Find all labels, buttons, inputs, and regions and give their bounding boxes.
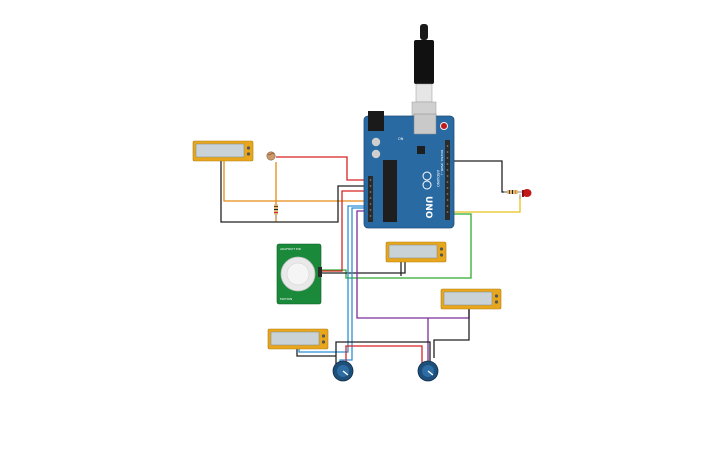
reset-button-icon[interactable] xyxy=(440,122,448,130)
digital-header xyxy=(445,140,450,220)
resistor-2[interactable] xyxy=(504,190,522,194)
board-brand-text: UNO xyxy=(423,196,433,219)
resistor-1[interactable] xyxy=(274,203,278,218)
pir-label-bottom: MOTION xyxy=(280,297,292,301)
wire-red-photoresistor[interactable] xyxy=(276,156,366,181)
capacitor xyxy=(371,137,381,147)
potentiometer-2[interactable] xyxy=(417,360,439,382)
atmega-chip xyxy=(383,160,397,222)
led[interactable] xyxy=(519,189,532,199)
power-header xyxy=(368,176,373,222)
wire-black-pots[interactable] xyxy=(335,341,431,368)
board-digital-label: DIGITAL (PWM~) xyxy=(440,150,444,175)
board-sub-text: ARDUINO xyxy=(436,170,440,187)
pir-sensor[interactable]: ADAFRUIT PIR MOTION xyxy=(276,243,322,305)
wire-red-pots[interactable] xyxy=(345,345,423,368)
wire-blue-pot1-b[interactable] xyxy=(339,207,366,368)
dc-jack-icon xyxy=(368,111,384,131)
wire-black-led[interactable] xyxy=(452,160,512,193)
potentiometer-1[interactable] xyxy=(332,360,354,382)
multimeter-4[interactable] xyxy=(267,328,329,350)
multimeter-3[interactable] xyxy=(440,288,502,310)
multimeter-2[interactable] xyxy=(385,241,447,263)
wire-black-multimeter1[interactable] xyxy=(220,160,366,223)
wire-black-multimeter4[interactable] xyxy=(433,307,470,358)
wire-yellow-led[interactable] xyxy=(452,196,521,213)
wire-black-multimeter5[interactable] xyxy=(296,347,336,357)
arduino-logo-icon xyxy=(422,171,432,190)
usb-port xyxy=(413,113,437,135)
wires xyxy=(220,156,521,368)
pir-label-top: ADAFRUIT PIR xyxy=(280,247,301,251)
arduino-board[interactable]: UNO ARDUINO ON DIGITAL (PWM~) xyxy=(363,111,455,229)
photoresistor[interactable] xyxy=(266,151,276,161)
multimeter-1[interactable] xyxy=(192,140,254,162)
usb-cable-icon xyxy=(411,24,437,119)
capacitor xyxy=(371,149,381,159)
wire-blue-pot1[interactable] xyxy=(298,205,366,353)
wire-orange-multimeter1[interactable] xyxy=(223,160,366,202)
board-on-label: ON xyxy=(398,137,404,141)
small-chip xyxy=(417,146,425,154)
wire-red-pir[interactable] xyxy=(320,190,366,272)
